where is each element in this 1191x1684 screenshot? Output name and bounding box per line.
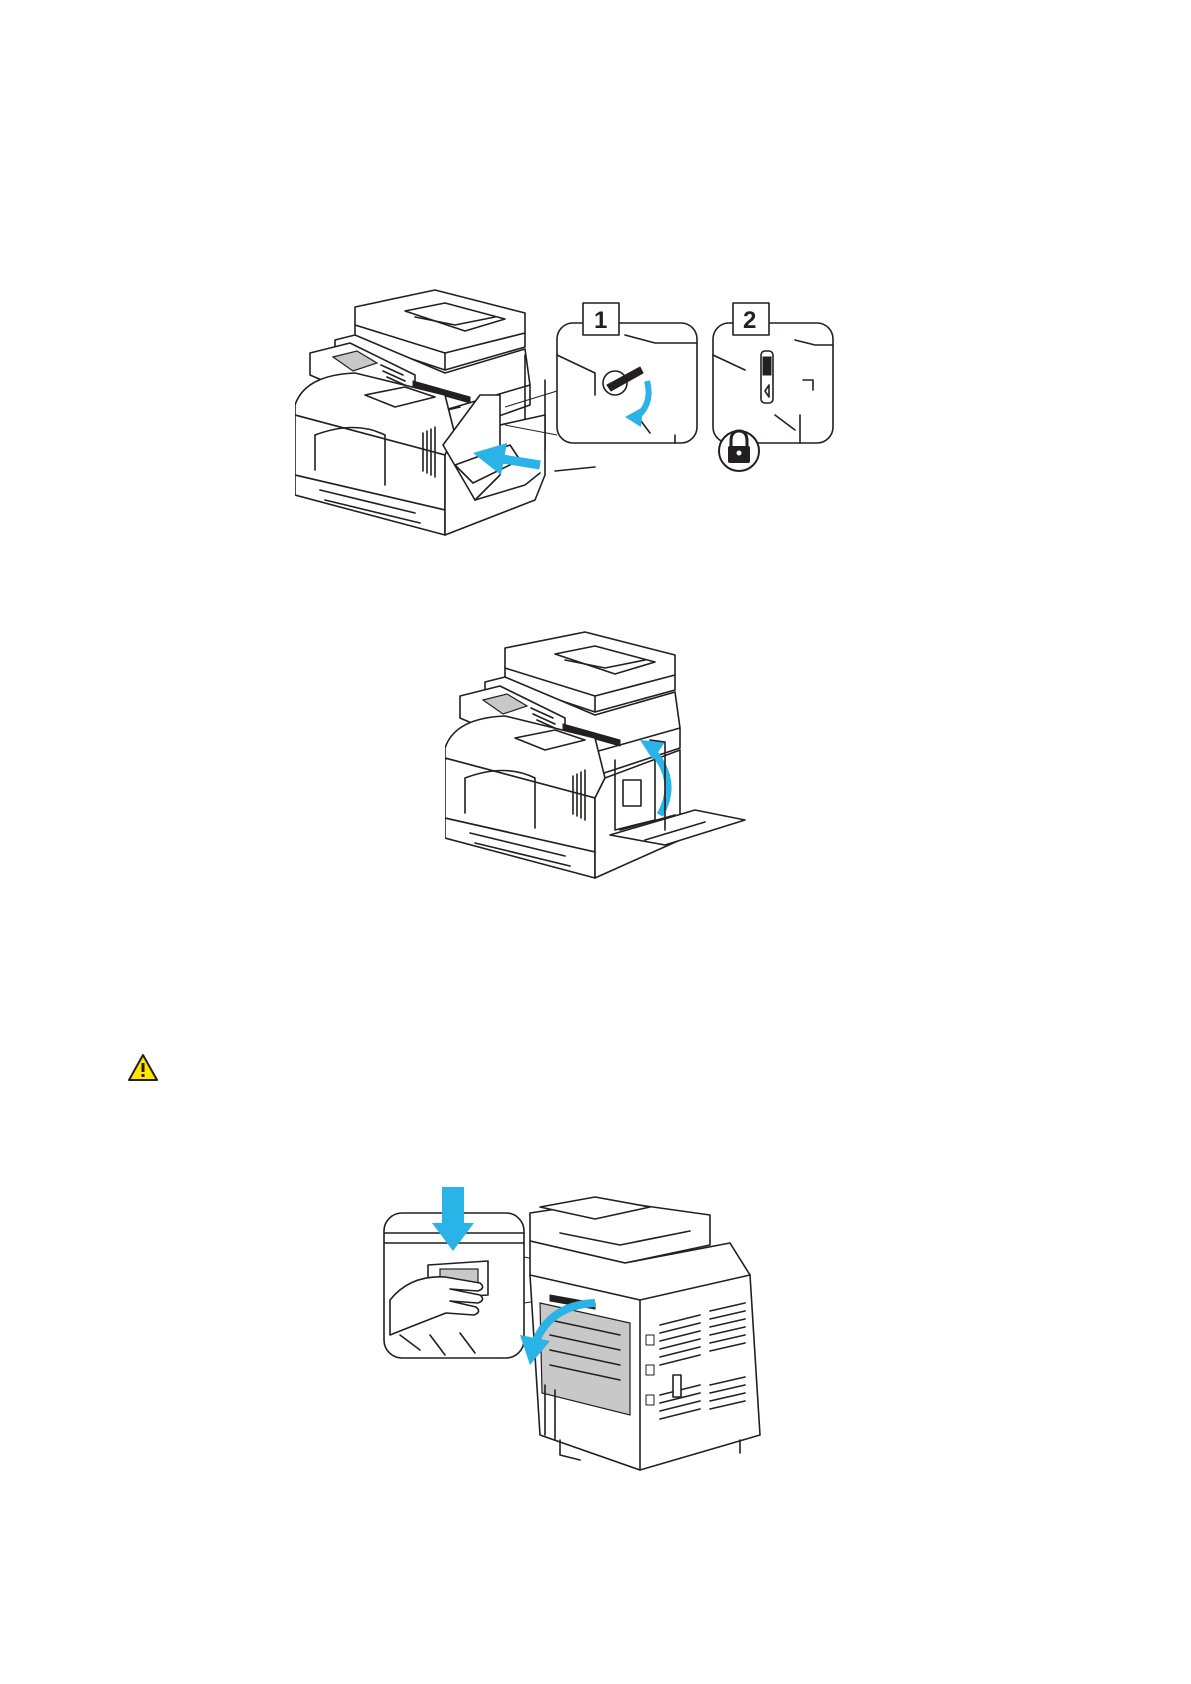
callout-number-2: 2 <box>743 307 756 334</box>
warning-triangle-icon <box>127 1053 159 1083</box>
figure-1: 1 2 <box>295 285 905 585</box>
printer-front-right-icon <box>445 630 755 920</box>
printer-rear-icon <box>380 1185 820 1475</box>
printer-front-right-icon: 1 2 <box>295 285 905 585</box>
lock-icon <box>719 431 759 471</box>
callout-number-1: 1 <box>594 307 607 334</box>
figure-2 <box>445 630 755 920</box>
figure-3 <box>380 1185 820 1475</box>
